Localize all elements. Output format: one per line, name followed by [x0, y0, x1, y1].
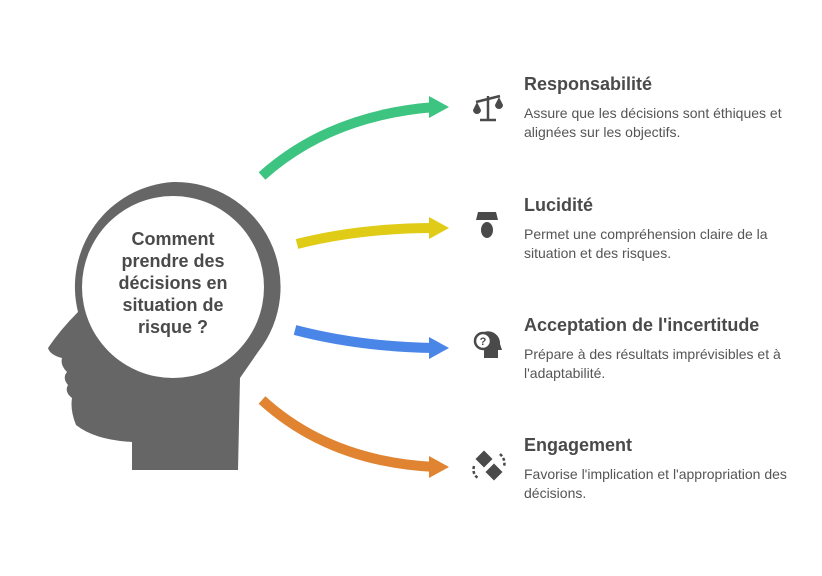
item-description: Favorise l'implication et l'appropriatio… [524, 466, 787, 501]
item-title: Engagement [524, 435, 633, 455]
item-title: Acceptation de l'incertitude [524, 315, 760, 335]
arrowhead-orange [429, 456, 449, 478]
item-title: Responsabilité [524, 74, 653, 94]
arrowhead-blue [429, 337, 449, 359]
item-lucidite: Lucidité Permet une compréhension claire… [524, 194, 804, 263]
head-question-icon: ? [473, 331, 502, 358]
item-description: Permet une compréhension claire de la si… [524, 226, 768, 261]
item-description: Assure que les décisions sont éthiques e… [524, 105, 782, 140]
arrowhead-green [429, 96, 449, 118]
scale-icon [473, 94, 503, 122]
arrow-yellow [295, 223, 436, 249]
item-description: Prépare à des résultats imprévisibles et… [524, 346, 781, 381]
handshake-puzzle-icon [472, 450, 506, 481]
item-acceptation-incertitude: Acceptation de l'incertitude Prépare à d… [524, 314, 804, 383]
svg-text:?: ? [480, 336, 487, 348]
arrow-green [258, 102, 436, 180]
item-responsabilite: Responsabilité Assure que les décisions … [524, 73, 804, 142]
arrow-orange [258, 396, 436, 472]
central-question: Comment prendre des décisions en situati… [118, 229, 228, 337]
item-engagement: Engagement Favorise l'implication et l'a… [524, 434, 804, 503]
item-title: Lucidité [524, 195, 594, 215]
lamp-icon [476, 212, 498, 238]
thought-circle [82, 196, 264, 378]
arrowhead-yellow [429, 217, 449, 239]
arrow-blue [293, 325, 436, 353]
